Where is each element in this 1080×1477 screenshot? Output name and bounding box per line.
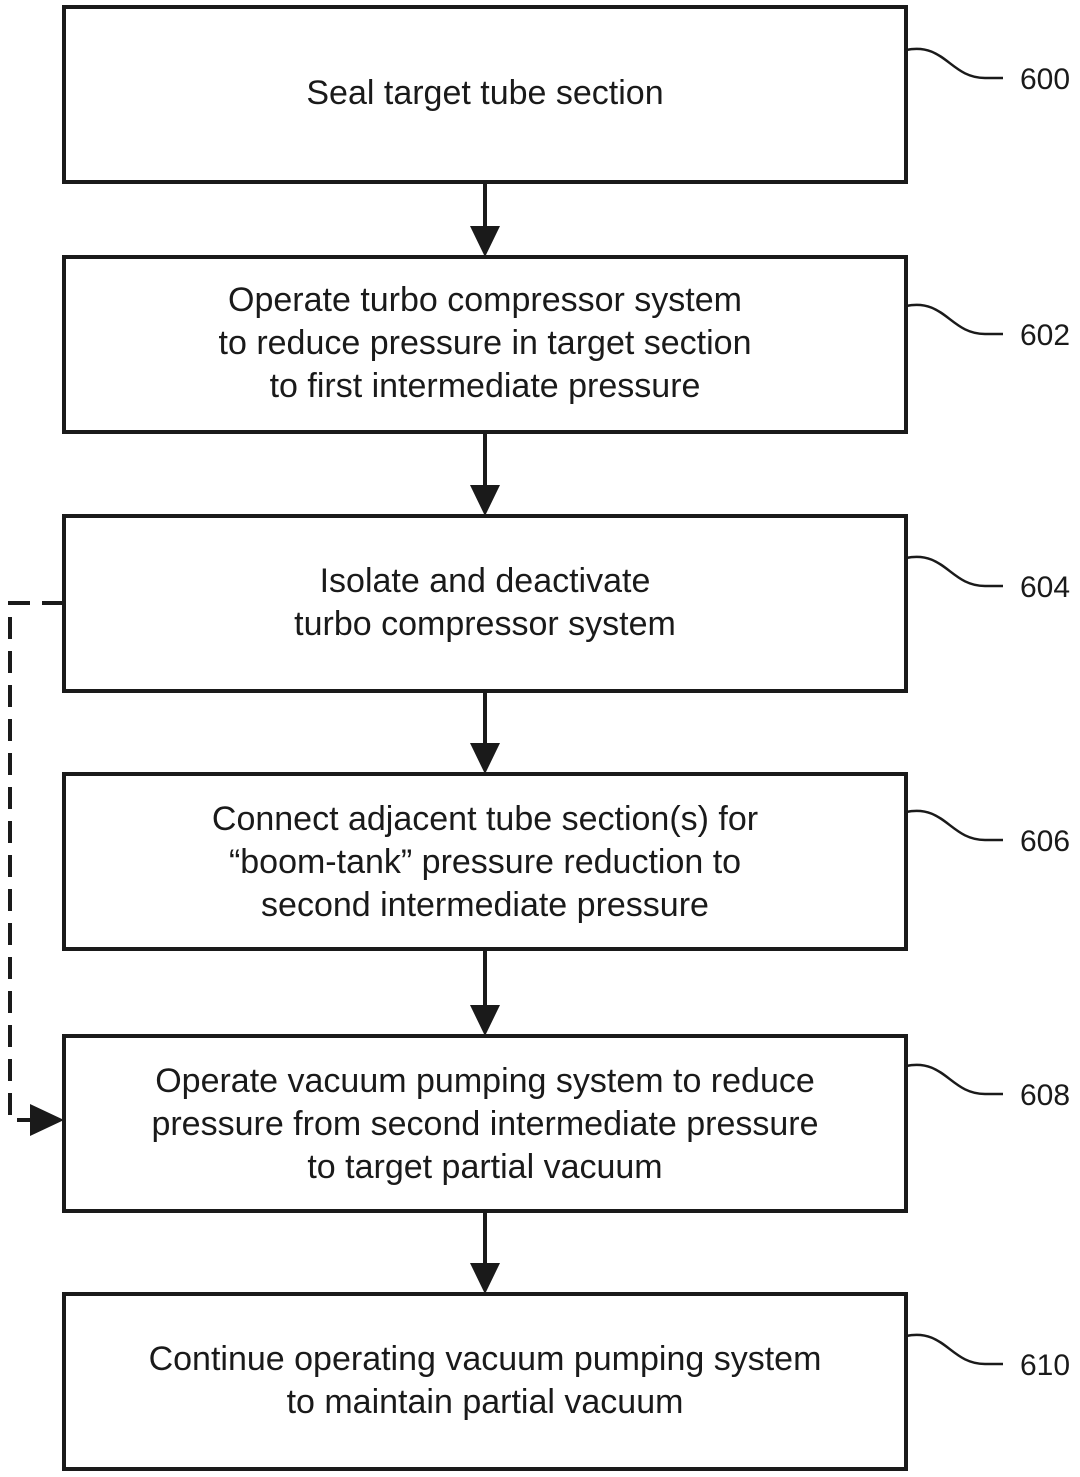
ref-number: 604 (1020, 571, 1070, 604)
ref-leader-606 (905, 809, 1003, 842)
step-602-line-3: to first intermediate pressure (270, 367, 701, 405)
ref-leader-600 (905, 47, 1003, 80)
step-608-line-2: pressure from second intermediate pressu… (151, 1105, 818, 1143)
step-610-line-1: Continue operating vacuum pumping system (149, 1340, 822, 1378)
step-610-line-2: to maintain partial vacuum (287, 1383, 684, 1421)
ref-number: 610 (1020, 1349, 1070, 1382)
ref-number: 608 (1020, 1079, 1070, 1112)
arrow-606-608 (470, 949, 500, 1036)
arrow-608-610 (470, 1211, 500, 1294)
step-604-line-2: turbo compressor system (294, 605, 676, 643)
step-608-line-3: to target partial vacuum (307, 1148, 662, 1186)
ref-leader-604 (905, 555, 1003, 588)
step-606-line-1: Connect adjacent tube section(s) for (212, 800, 758, 838)
ref-number: 600 (1020, 63, 1070, 96)
step-box-600 (62, 5, 908, 184)
ref-leader-610 (905, 1333, 1003, 1366)
step-602-line-2: to reduce pressure in target section (219, 324, 752, 362)
arrow-600-602 (470, 182, 500, 257)
step-box-610 (62, 1292, 908, 1471)
arrow-602-604 (470, 432, 500, 516)
dashed-bypass-arrow-604-608 (8, 601, 64, 1136)
step-606-line-3: second intermediate pressure (261, 886, 709, 924)
step-604-line-1: Isolate and deactivate (320, 562, 651, 600)
step-box-602 (62, 255, 908, 434)
step-box-604 (62, 514, 908, 693)
ref-leader-608 (905, 1063, 1003, 1096)
step-600-line-1: Seal target tube section (306, 74, 663, 112)
ref-number: 606 (1020, 825, 1070, 858)
step-608-line-1: Operate vacuum pumping system to reduce (155, 1062, 815, 1100)
arrow-604-606 (470, 691, 500, 774)
step-box-608 (62, 1034, 908, 1213)
step-606-line-2: “boom-tank” pressure reduction to (229, 843, 741, 881)
ref-leader-602 (905, 303, 1003, 336)
ref-number: 602 (1020, 319, 1070, 352)
step-602-line-1: Operate turbo compressor system (228, 281, 742, 319)
